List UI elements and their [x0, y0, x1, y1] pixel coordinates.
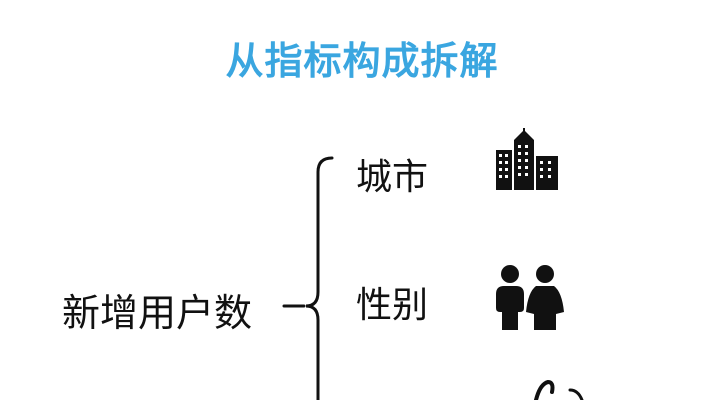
city-buildings-icon: [496, 128, 558, 190]
male-female-icon: [496, 265, 564, 330]
partial-icon: [534, 379, 584, 400]
page-title: 从指标构成拆解: [225, 39, 499, 83]
branch-label-gender: 性别: [356, 285, 429, 326]
curly-brace: [305, 156, 334, 400]
branch-label-city: 城市: [356, 157, 429, 198]
root-node-label: 新增用户数: [62, 291, 253, 335]
